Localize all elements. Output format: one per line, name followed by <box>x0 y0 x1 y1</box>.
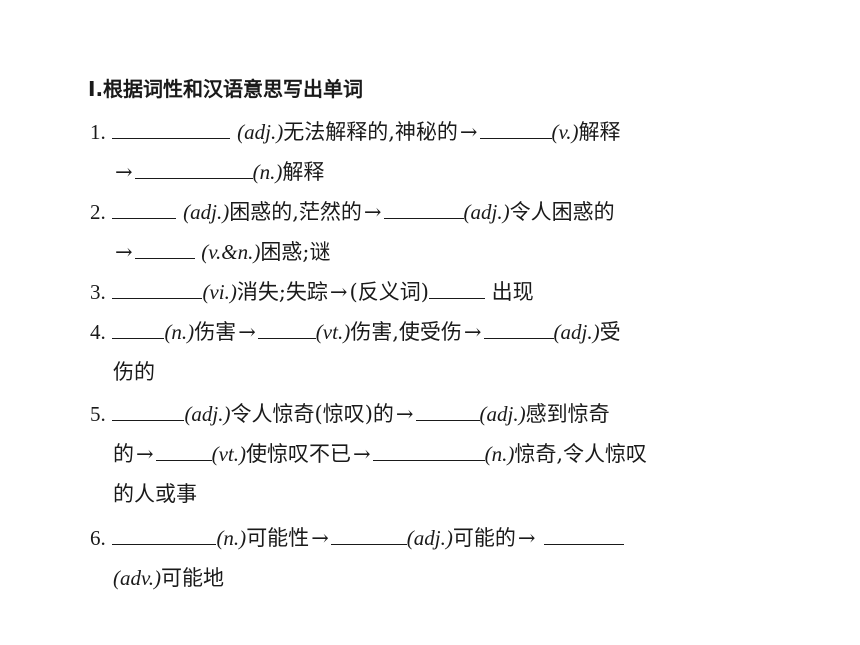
item-6-meaning-2: 可能的 <box>452 526 516 550</box>
item-6-pos-3: (adv.) <box>113 566 161 590</box>
item-5-blank-4[interactable] <box>372 440 485 461</box>
item-5-pos-3: (vt.) <box>211 442 247 466</box>
item-3-line-1: 3. (vi.)消失;失踪→(反义词) 出现 <box>90 278 534 306</box>
item-5-pos-2: (adj.) <box>479 402 526 426</box>
arrow-icon: → <box>311 526 329 550</box>
item-5-meaning-2: 感到惊奇 <box>525 402 610 426</box>
item-2-pos-3: (v.&n.) <box>201 240 261 264</box>
item-3-meaning-2: 出现 <box>491 280 534 304</box>
item-6-pos-1: (n.) <box>216 526 247 550</box>
section-heading-text: Ⅰ.根据词性和汉语意思写出单词 <box>88 77 364 101</box>
arrow-icon: → <box>463 320 482 344</box>
item-4-meaning-1: 伤害 <box>194 320 237 344</box>
item-6-pos-2: (adj.) <box>406 526 453 550</box>
item-2-blank-3[interactable] <box>134 238 195 259</box>
item-2-number: 2. <box>90 200 106 224</box>
item-4-line-1: 4. (n.)伤害→(vt.)伤害,使受伤→(adj.)受 <box>90 318 621 346</box>
item-3-blank-1[interactable] <box>112 278 203 299</box>
item-5-meaning-4: 惊奇,令人惊叹 <box>514 442 648 466</box>
arrow-icon: → <box>238 320 256 344</box>
item-6-blank-1[interactable] <box>112 524 217 545</box>
arrow-icon: → <box>115 160 133 184</box>
item-6-blank-3[interactable] <box>544 524 625 545</box>
item-1-meaning-1: 无法解释的,神秘的 <box>283 120 458 144</box>
arrow-icon: → <box>517 526 536 550</box>
item-2-meaning-2: 令人困惑的 <box>509 200 615 224</box>
item-1-blank-2[interactable] <box>479 118 552 139</box>
item-5-meaning-1: 令人惊奇(惊叹)的 <box>230 402 394 426</box>
item-4-meaning-2: 伤害,使受伤 <box>350 320 462 344</box>
item-3-number: 3. <box>90 280 106 304</box>
item-6-line-1: 6. (n.)可能性→(adj.)可能的→ <box>90 524 625 552</box>
item-3-blank-2[interactable] <box>428 278 485 299</box>
item-2-meaning-1: 困惑的,茫然的 <box>229 200 362 224</box>
item-3-antonym-label: (反义词) <box>349 280 429 304</box>
item-1-pos-3: (n.) <box>252 160 283 184</box>
arrow-icon: → <box>395 402 414 426</box>
item-5-line-2: 的→(vt.)使惊叹不已→(n.)惊奇,令人惊叹 <box>113 440 647 468</box>
item-5-meaning-4-cont: 的人或事 <box>113 482 197 506</box>
item-1-meaning-2: 解释 <box>578 120 621 144</box>
item-6-blank-2[interactable] <box>330 524 407 545</box>
item-4-meaning-3-cont: 伤的 <box>113 360 155 384</box>
item-2-line-2: → (v.&n.)困惑;谜 <box>113 238 330 266</box>
item-5-blank-2[interactable] <box>415 400 480 421</box>
item-4-meaning-3: 受 <box>599 320 621 344</box>
item-3-meaning-1: 消失;失踪 <box>236 280 328 304</box>
item-1-meaning-3: 解释 <box>282 160 325 184</box>
arrow-icon: → <box>353 442 371 466</box>
arrow-icon: → <box>115 240 133 264</box>
item-5-blank-3[interactable] <box>155 440 212 461</box>
item-4-blank-3[interactable] <box>483 318 554 339</box>
item-6-line-2: (adv.)可能地 <box>113 564 224 592</box>
item-2-meaning-3: 困惑;谜 <box>260 240 331 264</box>
item-2-blank-1[interactable] <box>112 198 177 219</box>
section-heading: Ⅰ.根据词性和汉语意思写出单词 <box>88 75 363 103</box>
item-1-blank-3[interactable] <box>134 158 253 179</box>
item-2-blank-2[interactable] <box>383 198 464 219</box>
item-6-meaning-3: 可能地 <box>161 566 224 590</box>
item-4-line-2: 伤的 <box>113 358 155 386</box>
item-6-number: 6. <box>90 526 106 550</box>
item-1-pos-2: (v.) <box>551 120 579 144</box>
item-5-number: 5. <box>90 402 106 426</box>
item-4-blank-2[interactable] <box>257 318 316 339</box>
item-6-meaning-1: 可能性 <box>246 526 310 550</box>
item-2-pos-1: (adj.) <box>183 200 230 224</box>
arrow-icon: → <box>136 442 154 466</box>
item-5-meaning-3: 使惊叹不已 <box>246 442 352 466</box>
item-5-pos-4: (n.) <box>484 442 515 466</box>
item-4-pos-2: (vt.) <box>315 320 351 344</box>
item-4-pos-3: (adj.) <box>553 320 600 344</box>
item-5-line-3: 的人或事 <box>113 480 197 508</box>
item-1-blank-1[interactable] <box>112 118 231 139</box>
item-1-line-2: → (n.)解释 <box>113 158 324 186</box>
item-4-pos-1: (n.) <box>164 320 195 344</box>
item-5-line-1: 5. (adj.)令人惊奇(惊叹)的→(adj.)感到惊奇 <box>90 400 610 428</box>
item-1-line-1: 1. (adj.)无法解释的,神秘的→ (v.)解释 <box>90 118 621 146</box>
arrow-icon: → <box>329 280 348 304</box>
arrow-icon: → <box>459 120 478 144</box>
item-5-meaning-2-cont: 的 <box>113 442 134 466</box>
item-3-pos-1: (vi.) <box>202 280 237 304</box>
item-1-pos-1: (adj.) <box>237 120 284 144</box>
item-2-pos-2: (adj.) <box>463 200 510 224</box>
item-1-number: 1. <box>90 120 106 144</box>
item-2-line-1: 2. (adj.)困惑的,茫然的→(adj.)令人困惑的 <box>90 198 615 226</box>
item-4-blank-1[interactable] <box>112 318 165 339</box>
item-4-number: 4. <box>90 320 106 344</box>
item-5-pos-1: (adj.) <box>184 402 231 426</box>
arrow-icon: → <box>363 200 382 224</box>
item-5-blank-1[interactable] <box>112 400 185 421</box>
